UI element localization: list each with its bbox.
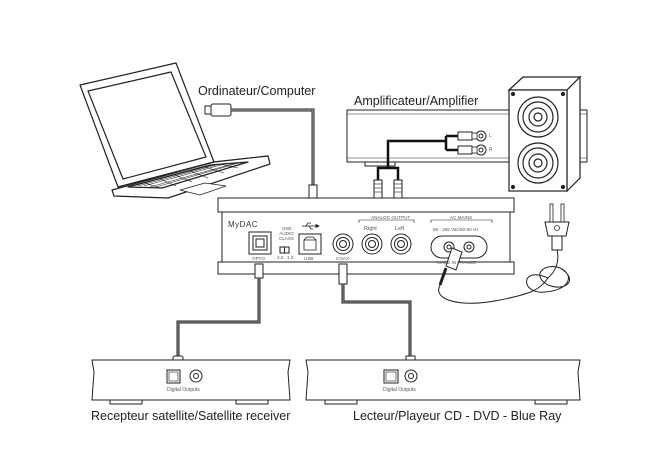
- optical-cable: [170, 263, 264, 373]
- usb-symbol-icon: [302, 222, 320, 230]
- amplifier-label: Amplificateur/Amplifier: [354, 94, 479, 108]
- computer-label: Ordinateur/Computer: [198, 84, 316, 98]
- amp-input-right-label: R: [489, 147, 493, 153]
- coax-cable: [338, 263, 416, 367]
- voltage-label: 85 - 265 Vac/50-60 Hz: [433, 227, 479, 232]
- laptop-illustration: [79, 62, 271, 199]
- usb-audio-class-line1: USB: [281, 226, 292, 231]
- right-channel-label: Right: [364, 226, 377, 232]
- satellite-digital-outputs-label: Digital Outputs: [167, 387, 200, 393]
- mydac-unit: [217, 197, 515, 275]
- cd-player-illustration: [305, 359, 581, 405]
- power-cable: [438, 203, 570, 304]
- usb-class-option-2-0: 2.0: [277, 255, 284, 260]
- analog-output-label: ANALOG OUTPUT: [371, 215, 411, 220]
- speaker-illustration: [507, 75, 582, 193]
- made-in-france-label: MADE IN FRANCE: [437, 260, 477, 265]
- ac-mains-label: AC MAINS: [450, 215, 473, 220]
- amp-input-left-label: L: [489, 133, 492, 139]
- satellite-receiver-illustration: [91, 359, 291, 405]
- player-digital-outputs-label: Digital Outputs: [383, 387, 416, 393]
- left-channel-label: Left: [395, 226, 405, 232]
- usb-audio-class-line2: AUDIO: [279, 231, 294, 236]
- usb-port-label: USB: [304, 256, 314, 261]
- usb-class-option-1-0: 1.0: [287, 255, 294, 260]
- coax-label: COAX: [336, 256, 350, 261]
- satellite-receiver-label: Recepteur satellite/Satellite receiver: [91, 409, 291, 423]
- cd-player-label: Lecteur/Playeur CD - DVD - Blue Ray: [353, 409, 562, 423]
- usb-audio-class-line3: CLASS: [279, 236, 295, 241]
- usb-audio-class-label: USB AUDIO CLASS: [279, 226, 294, 241]
- mydac-brand-logo: MyDAC: [228, 220, 259, 229]
- opto-label: OPTO: [252, 256, 265, 261]
